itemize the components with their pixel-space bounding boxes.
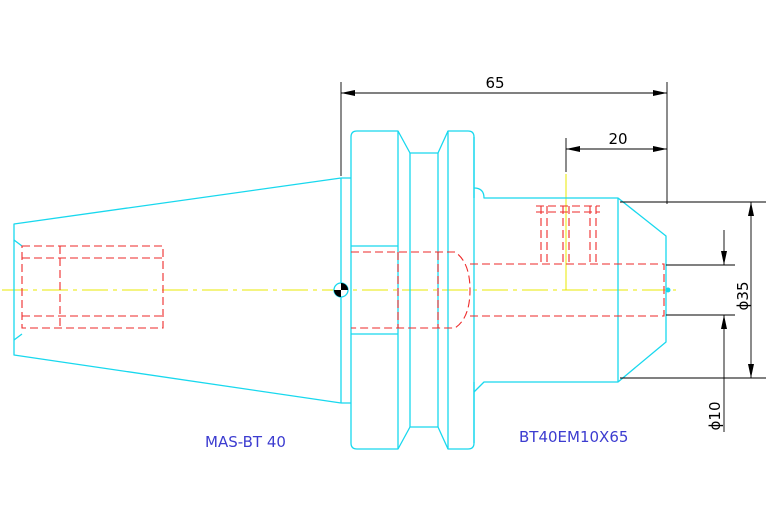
dimension-lines: [340, 82, 766, 432]
model-label: BT40EM10X65: [519, 428, 628, 446]
centerline: [2, 174, 676, 291]
dimension-arrows: [341, 90, 754, 378]
hidden-lines: [21, 205, 665, 329]
dimension-overall-length: 65: [485, 74, 504, 92]
holder-outline: [13, 130, 667, 450]
dimension-bore-depth: 20: [608, 130, 627, 148]
standard-label: MAS-BT 40: [205, 433, 286, 451]
dimension-outer-diameter: ϕ35: [734, 282, 752, 311]
gauge-point-marker: [333, 282, 671, 298]
dimension-bore-diameter: ϕ10: [706, 402, 724, 431]
